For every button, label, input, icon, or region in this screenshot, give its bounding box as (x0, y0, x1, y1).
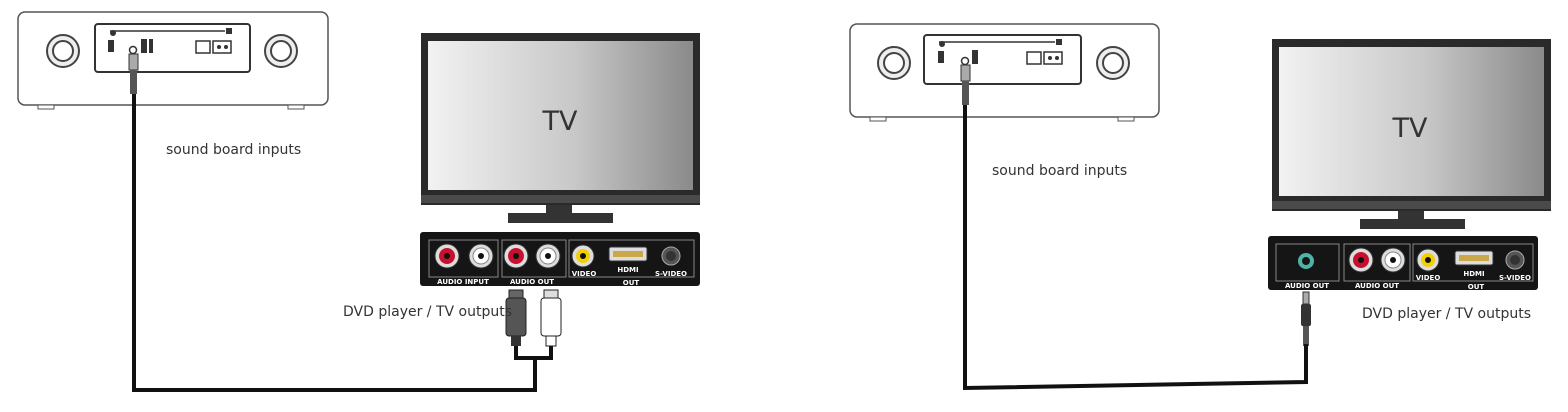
rca-plug-white (540, 289, 562, 347)
video-yellow-jack (1416, 248, 1440, 272)
tv-label-right: TV (1392, 113, 1428, 144)
audio-out-teal-jack (1298, 253, 1314, 269)
aux-plug-right (960, 64, 971, 105)
aux-plug-tv (1301, 291, 1311, 346)
speaker-knob-left (46, 34, 80, 68)
aux-plug-left (128, 53, 139, 94)
s-video-label: S-VIDEO (655, 270, 687, 278)
outputs-caption-right: DVD player / TV outputs (1362, 306, 1531, 322)
audio-out-label-2: AUDIO OUT (1355, 282, 1399, 290)
hdmi-port (1454, 250, 1494, 266)
cable-left (132, 94, 553, 392)
out-label: OUT (1468, 283, 1485, 291)
cable-right (963, 105, 1308, 391)
hdmi-port (608, 246, 648, 262)
video-label: VIDEO (572, 270, 597, 278)
out-label: OUT (623, 279, 640, 287)
video-label: VIDEO (1416, 274, 1441, 282)
audio-out-white-jack (535, 243, 561, 269)
tv-left: TV (421, 33, 700, 223)
soundboard-unit-right (849, 23, 1160, 122)
left-diagram: sound board inputs TV (17, 11, 700, 392)
s-video-label: S-VIDEO (1499, 274, 1531, 282)
soundboard-caption-left: sound board inputs (166, 142, 301, 158)
audio-out-label: AUDIO OUT (510, 278, 554, 286)
rca-plug-red (505, 289, 527, 346)
speaker-knob-left (877, 46, 911, 80)
audio-out-red-jack (503, 243, 529, 269)
speaker-knob-right (264, 34, 298, 68)
video-yellow-jack (571, 244, 595, 268)
audio-out-label: AUDIO OUT (1285, 282, 1329, 290)
hdmi-label: HDMI (1463, 270, 1484, 278)
right-diagram: sound board inputs TV (849, 23, 1551, 391)
s-video-port (1505, 250, 1525, 270)
tv-right: TV (1272, 39, 1551, 229)
audio-input-white-jack (468, 243, 494, 269)
audio-input-label: AUDIO INPUT (437, 278, 489, 286)
speaker-knob-right (1096, 46, 1130, 80)
outputs-caption-left: DVD player / TV outputs (343, 304, 512, 320)
soundboard-unit-left (17, 11, 329, 110)
av-panel-right: AUDIO OUT AUDIO OUT VIDEO HDMI S-VIDEO O… (1268, 236, 1538, 291)
s-video-port (661, 246, 681, 266)
audio-input-red-jack (434, 243, 460, 269)
audio-out-red-jack (1348, 247, 1374, 273)
audio-out-white-jack (1380, 247, 1406, 273)
hdmi-label: HDMI (617, 266, 638, 274)
soundboard-caption-right: sound board inputs (992, 163, 1127, 179)
av-panel-left: AUDIO INPUT AUDIO OUT VIDEO HDMI S-VIDEO… (420, 232, 700, 287)
tv-label-left: TV (542, 106, 578, 137)
back-panel (94, 23, 251, 73)
back-panel (923, 34, 1082, 85)
